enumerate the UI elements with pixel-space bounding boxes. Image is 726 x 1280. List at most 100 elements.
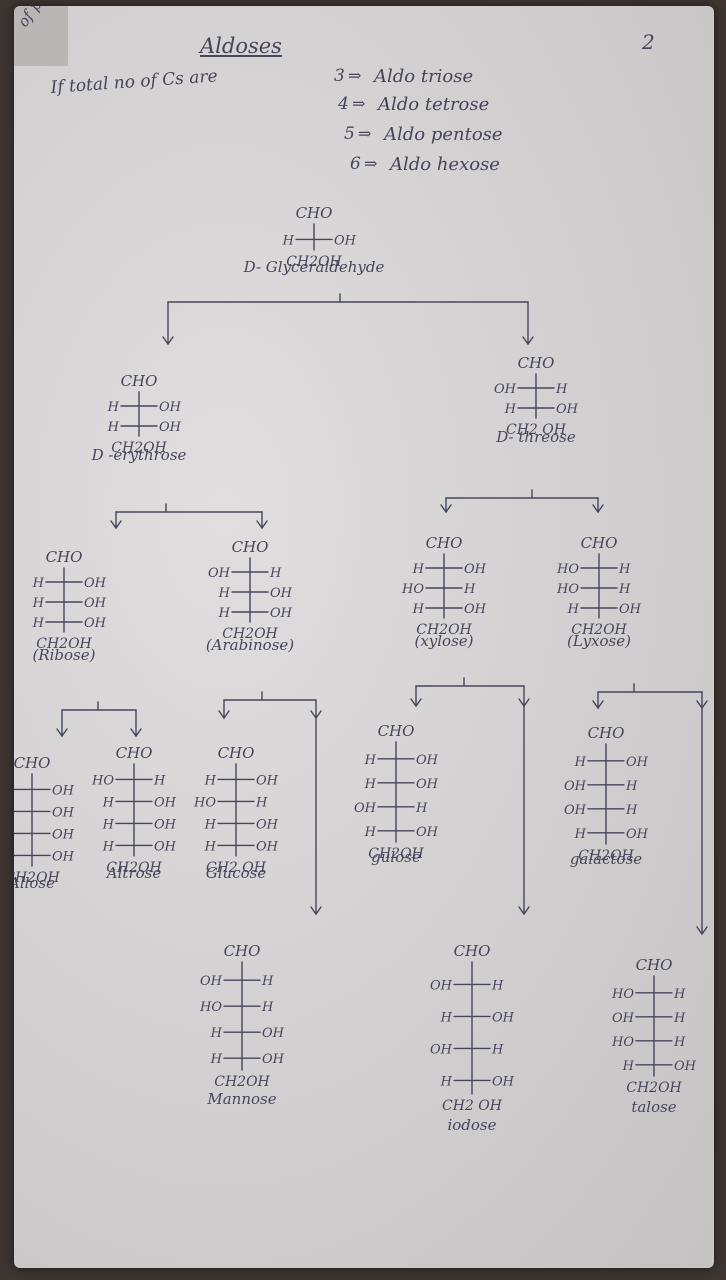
page-number: 2 (642, 30, 655, 54)
arrow-head-icon (592, 700, 604, 710)
left-substituent: H (204, 817, 217, 832)
left-substituent: HO (556, 582, 579, 597)
aldehyde-group: CHO (588, 724, 625, 742)
arrow-head-icon (440, 504, 452, 514)
rule-aldose-name: Aldo pentose (384, 124, 503, 145)
right-substituent: H (491, 978, 504, 993)
right-substituent: OH (159, 420, 182, 435)
alcohol-group: CH2 OH (442, 1098, 503, 1114)
rule-carbon-count: 4 (338, 94, 349, 114)
right-substituent: H (625, 779, 638, 794)
right-substituent: H (555, 382, 568, 397)
left-substituent: HO (611, 987, 634, 1002)
right-substituent: H (269, 566, 282, 581)
left-substituent: OH (208, 566, 231, 581)
left-substituent: H (282, 233, 295, 248)
implies-arrow-icon: ⇒ (352, 94, 366, 113)
left-substituent: HO (199, 1000, 222, 1015)
left-substituent: H (218, 586, 231, 601)
sugar-name: Altrose (105, 864, 162, 882)
aldehyde-group: CHO (121, 372, 158, 390)
right-substituent: OH (52, 783, 75, 798)
previous-page-corner (14, 6, 68, 66)
rule-aldose-name: Aldo hexose (390, 154, 500, 175)
sugar-name: talose (631, 1098, 676, 1116)
left-substituent: HO (91, 773, 114, 788)
left-substituent: H (574, 827, 587, 842)
alcohol-group: CH2OH (111, 440, 167, 456)
right-substituent: OH (556, 402, 579, 417)
right-substituent: OH (492, 1010, 515, 1025)
right-substituent: H (673, 1011, 686, 1026)
right-substituent: OH (52, 827, 75, 842)
left-substituent: OH (612, 1011, 635, 1026)
left-substituent: H (567, 602, 580, 617)
right-substituent: OH (464, 602, 487, 617)
arrow-head-icon (110, 520, 122, 530)
arrow-head-icon (162, 336, 174, 346)
alcohol-group: CH2 OH (206, 860, 267, 876)
alcohol-group: CH2 OH (506, 422, 567, 438)
arrow-head-icon (696, 926, 708, 936)
right-substituent: OH (262, 1052, 285, 1067)
alcohol-group: CH2OH (571, 622, 627, 638)
left-substituent: H (218, 606, 231, 621)
arrow-head-icon (130, 728, 142, 738)
right-substituent: OH (52, 849, 75, 864)
sugar-name: iodose (447, 1116, 496, 1134)
alcohol-group: CH2OH (626, 1080, 682, 1096)
right-substituent: OH (492, 1074, 515, 1089)
right-substituent: OH (159, 400, 182, 415)
alcohol-group: CH2OH (106, 860, 162, 876)
sugar-name: D- Glyceraldehyde (243, 258, 385, 276)
arrow-head-icon (256, 520, 268, 530)
right-substituent: H (491, 1042, 504, 1057)
aldehyde-group: CHO (224, 942, 261, 960)
left-substituent: HO (611, 1035, 634, 1050)
right-substituent: OH (626, 827, 649, 842)
right-substituent: OH (84, 576, 107, 591)
notebook-page: of pent 2 Aldoses If total no of Cs are … (14, 6, 714, 1268)
aldehyde-group: CHO (454, 942, 491, 960)
right-substituent: H (673, 987, 686, 1002)
arrow-head-icon (410, 698, 422, 708)
left-substituent: H (204, 839, 217, 854)
right-substituent: OH (256, 773, 279, 788)
rule-carbon-count: 3 (334, 66, 345, 86)
right-substituent: OH (674, 1059, 697, 1074)
right-substituent: H (261, 1000, 274, 1015)
aldehyde-group: CHO (296, 204, 333, 222)
sugar-name: (Arabinose) (206, 636, 294, 654)
left-substituent: H (204, 773, 217, 788)
left-substituent: HO (193, 795, 216, 810)
right-substituent: H (618, 582, 631, 597)
alcohol-group: CH2OH (578, 848, 634, 864)
left-substituent: H (440, 1074, 453, 1089)
aldehyde-group: CHO (636, 956, 673, 974)
sugar-name: galactose (570, 850, 642, 868)
aldehyde-group: CHO (232, 538, 269, 556)
rule-aldose-name: Aldo tetrose (378, 94, 490, 115)
right-substituent: OH (416, 777, 439, 792)
alcohol-group: CH2OH (368, 846, 424, 862)
right-substituent: OH (626, 755, 649, 770)
arrow-head-icon (56, 728, 68, 738)
right-substituent: OH (256, 839, 279, 854)
right-substituent: OH (270, 586, 293, 601)
sugar-name: D -erythrose (91, 446, 187, 464)
right-substituent: OH (262, 1026, 285, 1041)
left-substituent: H (574, 755, 587, 770)
molecule-allose: CHOHOHHOHHOHHOHCH2OHAllose (14, 754, 75, 892)
left-substituent: H (102, 795, 115, 810)
aldehyde-group: CHO (46, 548, 83, 566)
right-substituent: H (625, 803, 638, 818)
left-substituent: H (102, 839, 115, 854)
